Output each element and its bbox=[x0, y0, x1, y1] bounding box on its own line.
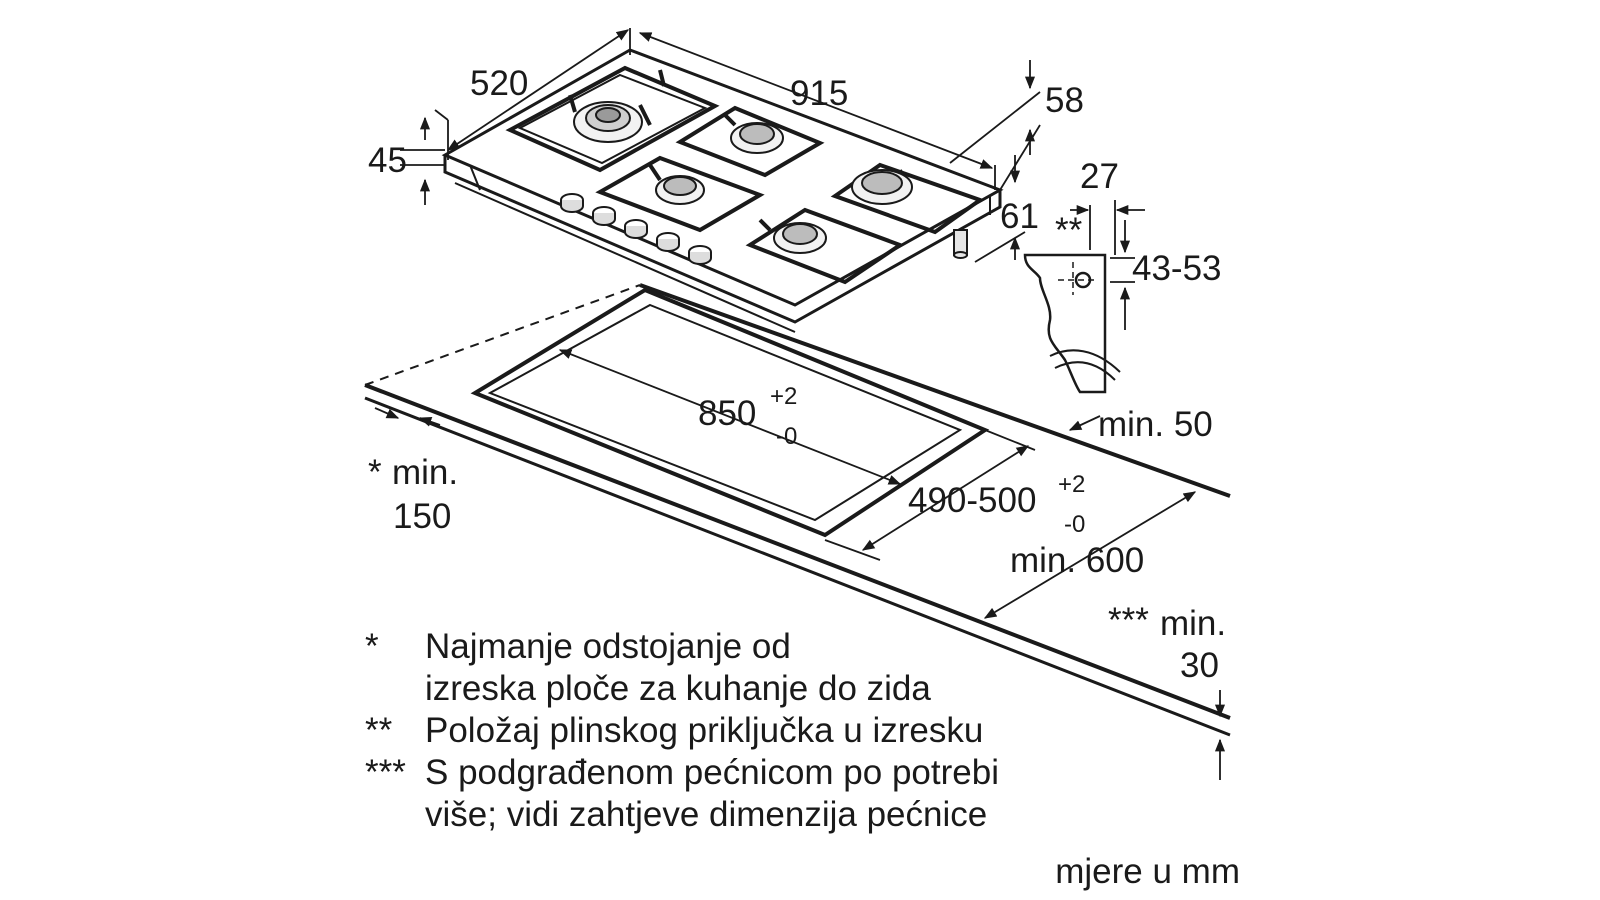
dim-min-150-right bbox=[418, 416, 441, 427]
dim-915 bbox=[638, 32, 994, 169]
note-1-line-1: Najmanje odstojanje od bbox=[425, 627, 791, 666]
pan-supports bbox=[505, 65, 985, 285]
mounting-bracket bbox=[1023, 253, 1121, 394]
label-43-53: 43-53 bbox=[1132, 249, 1222, 288]
knob-3 bbox=[624, 219, 648, 239]
label-915: 915 bbox=[790, 74, 848, 113]
label-490-500-tol-minus: -0 bbox=[1064, 511, 1085, 538]
dim-520 bbox=[446, 29, 630, 151]
dim-min-150-left bbox=[374, 407, 400, 419]
label-490-500-tol-plus: +2 bbox=[1058, 471, 1085, 498]
label-min-50: min. 50 bbox=[1098, 405, 1213, 444]
burner-rear-right bbox=[851, 169, 913, 205]
dim-490-500 bbox=[861, 445, 1030, 551]
control-knobs bbox=[560, 193, 712, 265]
label-min-600: min. 600 bbox=[1010, 541, 1144, 580]
note-2-mark: ** bbox=[365, 711, 393, 750]
knob-2 bbox=[592, 206, 616, 226]
label-27: 27 bbox=[1080, 157, 1119, 196]
note-3-mark: *** bbox=[365, 753, 406, 792]
dim-min-600 bbox=[983, 491, 1197, 619]
label-520: 520 bbox=[470, 64, 528, 103]
label-850-tol-minus: -0 bbox=[776, 423, 797, 450]
note-3-line-1: S podgrađenom pećnicom po potrebi bbox=[425, 753, 999, 792]
grate-rear-right bbox=[830, 162, 985, 235]
label-min-150-star: * bbox=[368, 453, 382, 492]
dimension-labels: 520 915 45 58 61 27 ** 43-53 850 +2 -0 4… bbox=[368, 64, 1226, 685]
wok-burner bbox=[573, 101, 643, 143]
label-min-30-line1: min. bbox=[1160, 604, 1226, 643]
knob-4 bbox=[656, 232, 680, 252]
unit-label: mjere u mm bbox=[1055, 852, 1240, 891]
note-2-line-1: Položaj plinskog priključka u izresku bbox=[425, 711, 984, 750]
dim-850 bbox=[558, 349, 902, 485]
label-min-150-line2: 150 bbox=[393, 497, 451, 536]
grate-front-right bbox=[745, 207, 905, 285]
label-gas-marker: ** bbox=[1055, 211, 1083, 250]
dimension-lines bbox=[374, 28, 1226, 780]
note-1-mark: * bbox=[365, 627, 379, 666]
burner-front-right bbox=[773, 222, 827, 254]
label-min-30-stars: *** bbox=[1108, 601, 1149, 640]
burner-rear-center bbox=[730, 122, 784, 154]
burner-front-left bbox=[655, 175, 705, 205]
gas-connector bbox=[953, 229, 968, 259]
label-min-150-line1: min. bbox=[392, 453, 458, 492]
label-850: 850 bbox=[698, 394, 756, 433]
worktop bbox=[364, 283, 1231, 737]
note-3-line-2: više; vidi zahtjeve dimenzija pećnice bbox=[425, 795, 988, 834]
label-58: 58 bbox=[1045, 81, 1084, 120]
grate-front-left bbox=[595, 155, 765, 233]
knob-1 bbox=[560, 193, 584, 213]
label-45: 45 bbox=[368, 141, 407, 180]
label-min-30-line2: 30 bbox=[1180, 646, 1219, 685]
knob-5 bbox=[688, 245, 712, 265]
label-850-tol-plus: +2 bbox=[770, 383, 797, 410]
note-1-line-2: izreska ploče za kuhanje do zida bbox=[425, 669, 931, 708]
label-490-500: 490-500 bbox=[908, 481, 1036, 520]
dim-min-50 bbox=[1068, 415, 1101, 431]
label-61: 61 bbox=[1000, 197, 1039, 236]
